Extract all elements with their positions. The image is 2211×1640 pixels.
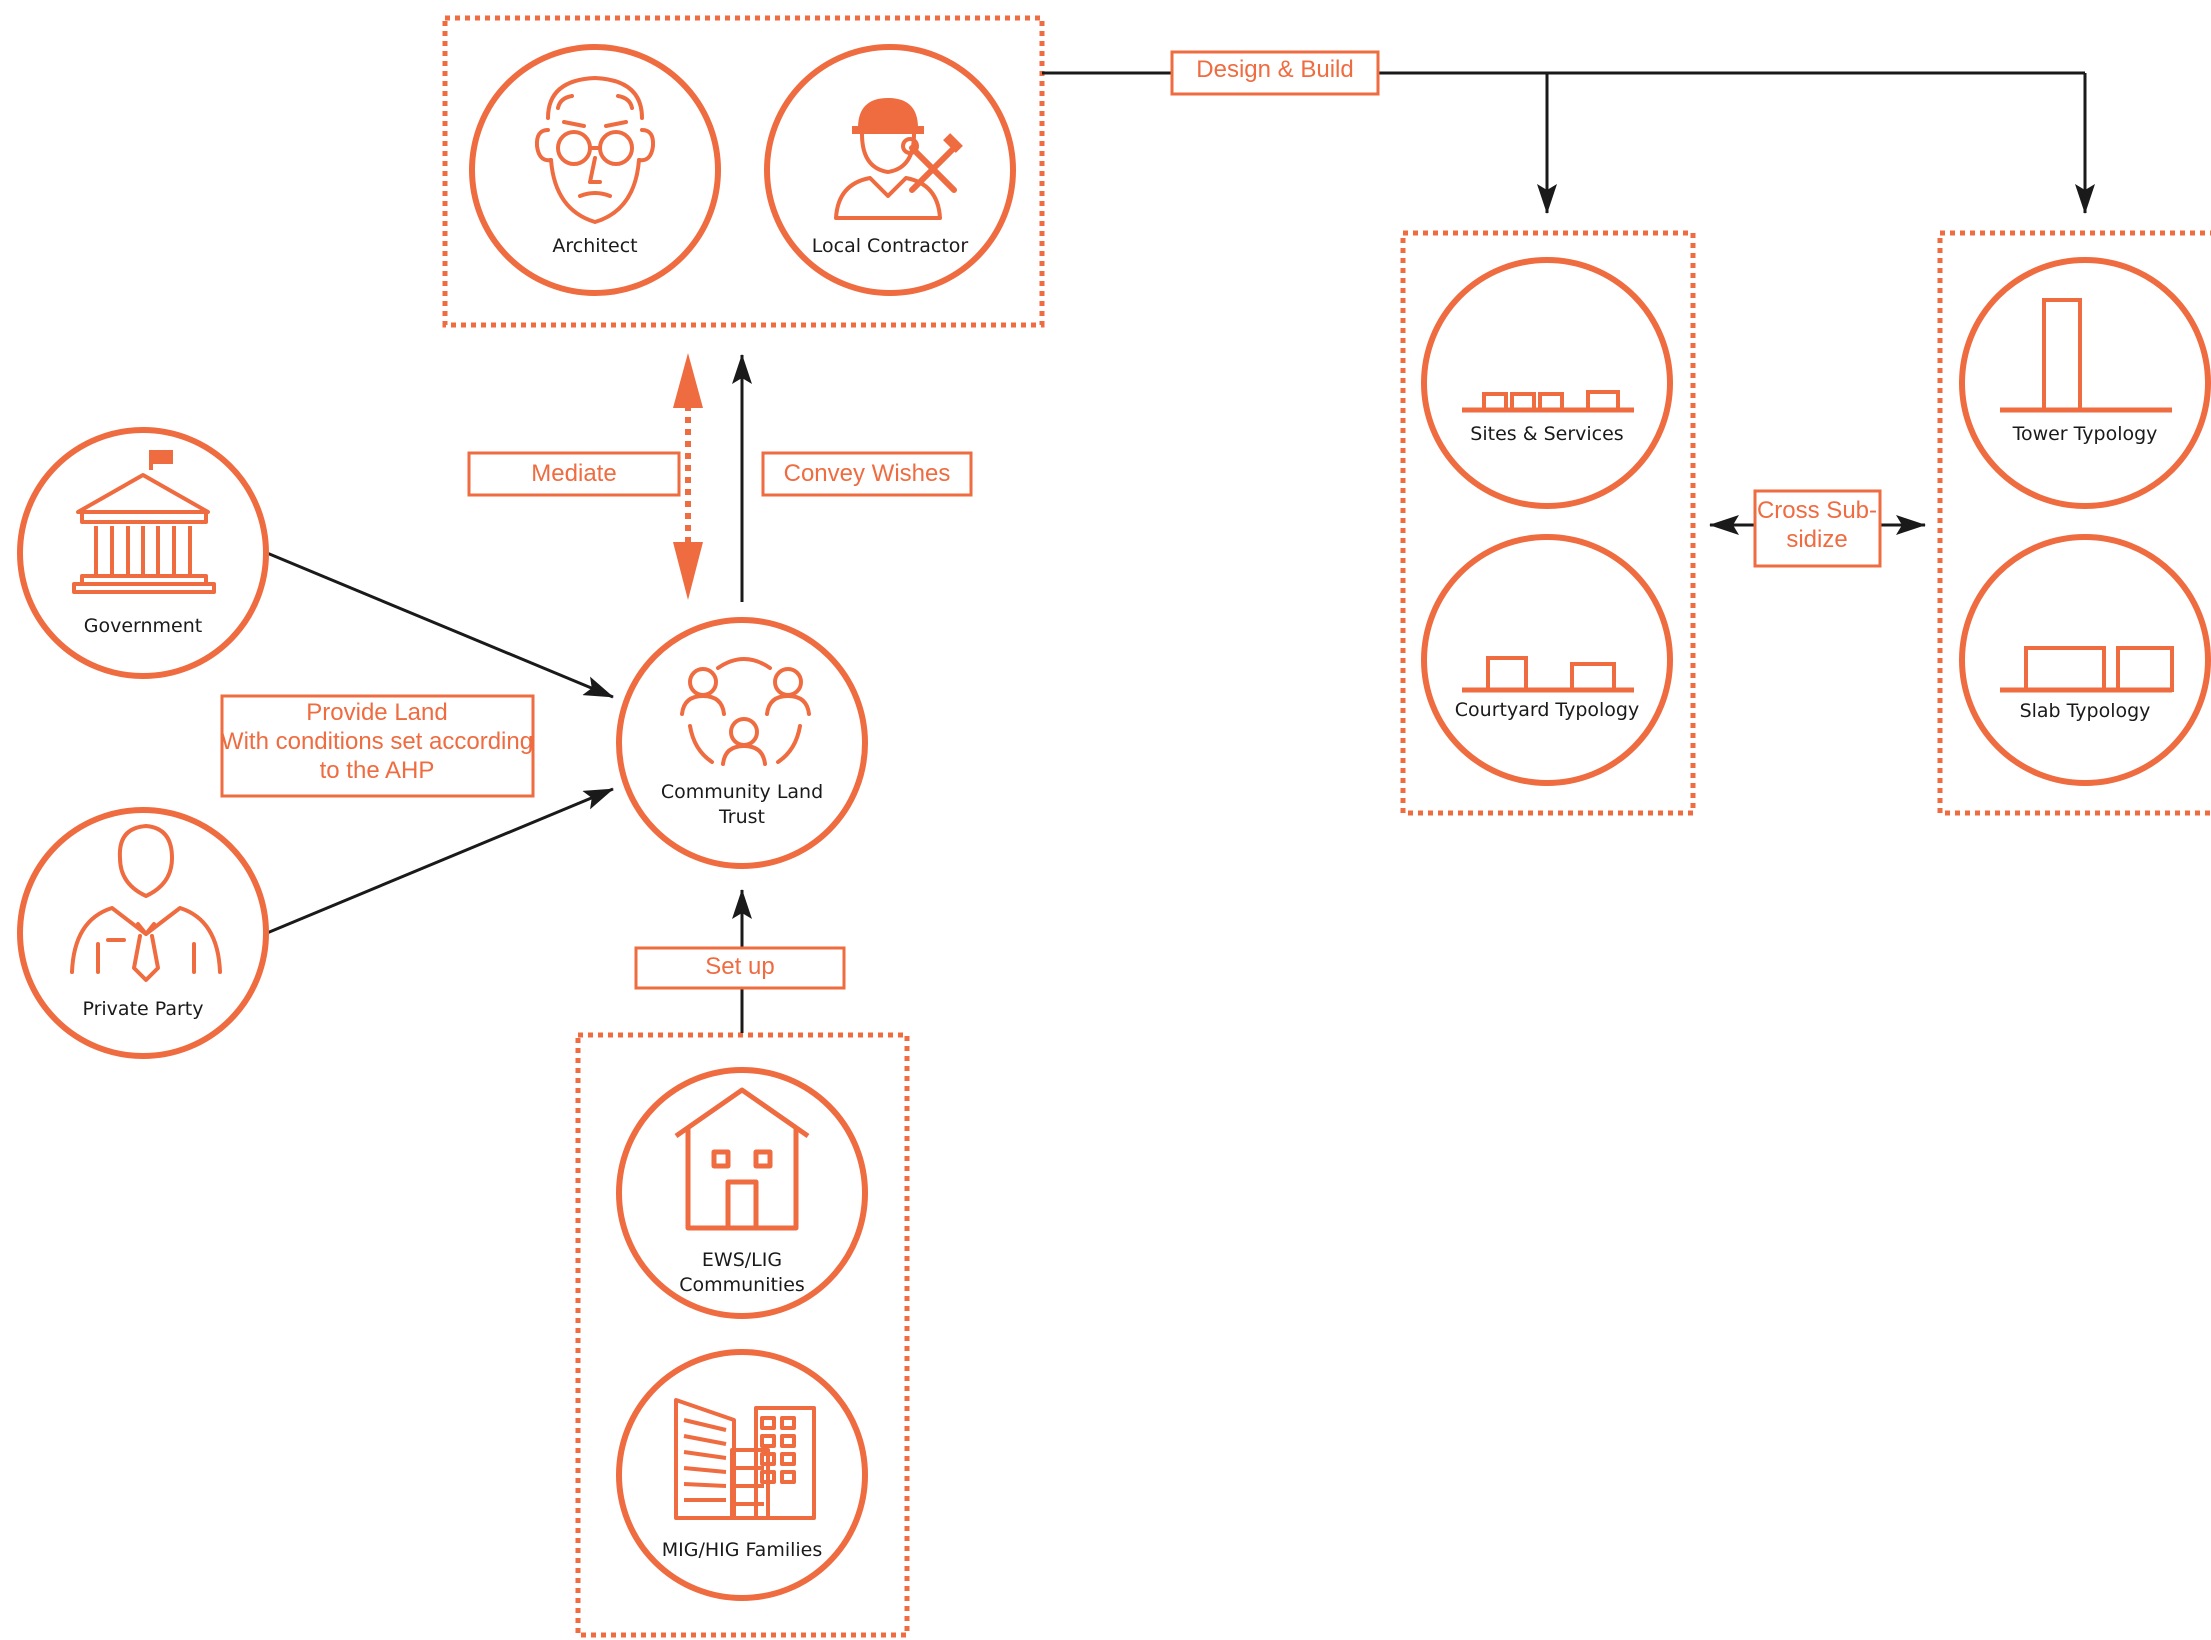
courtyard-label: Courtyard Typology — [1455, 699, 1639, 721]
design-build-label: Design & Build — [1170, 50, 1380, 96]
svg-text:Convey Wishes: Convey Wishes — [784, 460, 951, 487]
slab-typology-node: Slab Typology — [1959, 534, 2211, 786]
sites-label: Sites & Services — [1470, 423, 1623, 445]
courtyard-typology-node: Courtyard Typology — [1421, 534, 1673, 786]
mediate-arrow-down-head — [673, 542, 703, 600]
svg-text:sidize: sidize — [1786, 526, 1847, 553]
row-plots-icon — [1462, 390, 1634, 413]
communities-group — [575, 1032, 910, 1638]
slab-label: Slab Typology — [2020, 700, 2151, 722]
svg-text:Mediate: Mediate — [531, 460, 616, 487]
architect-label: Architect — [552, 235, 637, 257]
setup-label: Set up — [634, 946, 846, 990]
ews-label-line2: Communities — [679, 1274, 805, 1296]
clt-label-line2: Trust — [718, 806, 765, 828]
community-people-icon — [680, 657, 811, 766]
slab-blocks-icon — [2000, 646, 2174, 693]
provide-land-label: Provide Land With conditions set accordi… — [220, 694, 535, 798]
svg-text:Provide Land: Provide Land — [306, 699, 447, 726]
ews-lig-node: EWS/LIG Communities — [616, 1067, 868, 1319]
private-party-node: Private Party — [17, 807, 269, 1059]
svg-text:With conditions set according: With conditions set according — [221, 728, 533, 755]
convey-wishes-label: Convey Wishes — [761, 451, 973, 497]
tower-block-icon — [2000, 298, 2172, 413]
tower-label: Tower Typology — [2012, 423, 2158, 445]
cross-subsidize-label: Cross Sub- sidize — [1753, 489, 1882, 568]
architect-face-icon — [534, 76, 656, 224]
svg-text:Cross Sub-: Cross Sub- — [1757, 497, 1877, 524]
ews-label-line1: EWS/LIG — [702, 1249, 782, 1271]
sites-services-node: Sites & Services — [1421, 257, 1673, 509]
svg-text:Set up: Set up — [705, 953, 774, 980]
community-land-trust-node: Community Land Trust — [616, 617, 868, 869]
businessman-icon — [70, 824, 222, 982]
mediate-arrow-up-head — [673, 353, 703, 408]
svg-text:to the AHP: to the AHP — [320, 757, 435, 784]
architect-node: Architect — [469, 44, 721, 296]
design-team-group — [442, 15, 1045, 328]
government-node: Government — [17, 427, 269, 679]
courtyard-blocks-icon — [1462, 656, 1634, 693]
apartment-buildings-icon — [674, 1398, 816, 1520]
private-to-clt-arrow — [266, 787, 614, 935]
contractor-label: Local Contractor — [812, 235, 969, 257]
clt-label-line1: Community Land — [661, 781, 823, 803]
mediate-label: Mediate — [467, 451, 681, 497]
contractor-tools-icon — [834, 98, 963, 220]
contractor-node: Local Contractor — [764, 44, 1016, 296]
mig-hig-node: MIG/HIG Families — [616, 1349, 868, 1601]
low-rise-typology-group — [1400, 230, 1696, 816]
government-to-clt-arrow — [266, 551, 614, 699]
svg-text:Design & Build: Design & Build — [1196, 56, 1353, 83]
government-building-icon — [72, 450, 216, 594]
tower-typology-node: Tower Typology — [1959, 257, 2211, 509]
house-icon — [674, 1087, 810, 1231]
high-rise-typology-group — [1937, 230, 2211, 816]
private-party-label: Private Party — [82, 998, 203, 1020]
government-label: Government — [84, 615, 203, 637]
mig-label: MIG/HIG Families — [662, 1539, 823, 1561]
